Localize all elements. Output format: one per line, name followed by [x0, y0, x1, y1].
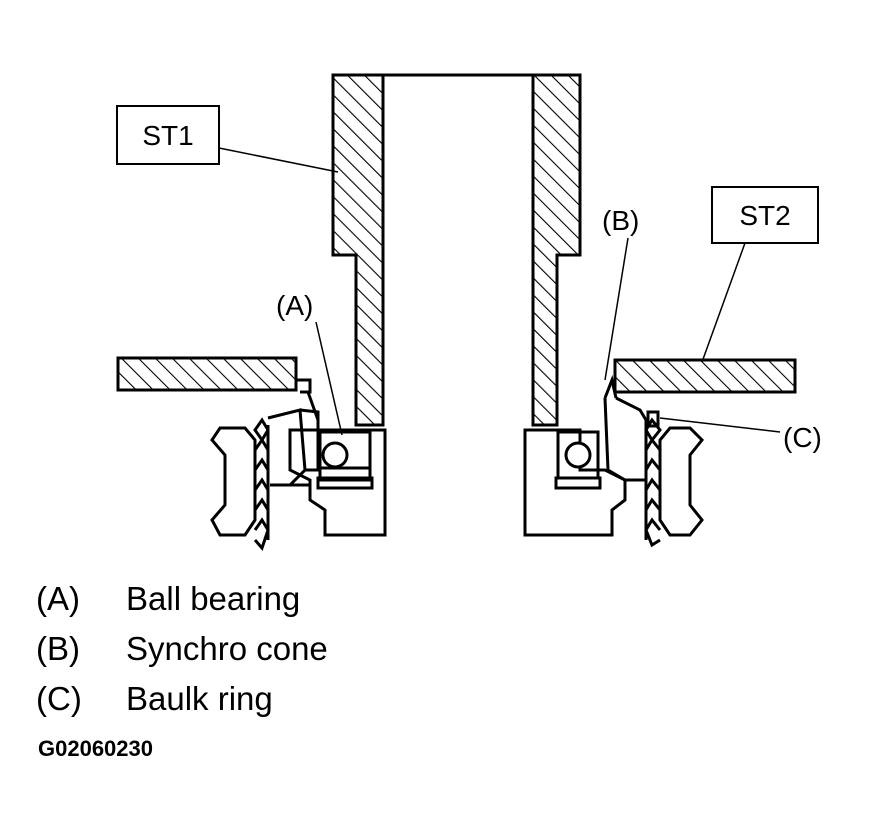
legend-row: (A) Ball bearing: [36, 574, 636, 624]
legend-label: Ball bearing: [126, 580, 301, 617]
callout-a: (A): [276, 290, 313, 321]
st2-leader-line: [701, 242, 746, 363]
legend-label: Synchro cone: [126, 630, 328, 667]
legend-key: (C): [36, 680, 82, 717]
left-ball-bearing: [321, 441, 349, 469]
st1-leader-line: [218, 147, 339, 173]
synchro-assembly-diagram: ST1 ST2 (A) (B) (C): [116, 73, 822, 551]
st2-plate-right: [613, 358, 797, 394]
legend-label: Baulk ring: [126, 680, 273, 717]
callout-b-leader: [604, 237, 629, 381]
callout-c-leader: [659, 417, 781, 433]
callout-c: (C): [783, 422, 822, 453]
figure-code: G02060230: [38, 736, 153, 761]
st2-plate-left: [116, 356, 298, 392]
left-gear-assembly: [210, 378, 387, 551]
st1-label-box: [116, 105, 220, 165]
legend-row: (C) Baulk ring: [36, 674, 636, 724]
st2-label: ST2: [739, 200, 790, 231]
st1-tube-left-wall: [331, 73, 385, 427]
st2-label-box: [711, 186, 819, 244]
callout-a-leader: [315, 321, 343, 436]
legend-row: (B) Synchro cone: [36, 624, 636, 674]
st1-label: ST1: [142, 120, 193, 151]
st1-tube-right-wall: [531, 73, 582, 427]
callout-b: (B): [602, 205, 639, 236]
parts-legend: (A) Ball bearing (B) Synchro cone (C) Ba…: [36, 574, 636, 724]
legend-key: (B): [36, 630, 80, 667]
legend-key: (A): [36, 580, 80, 617]
right-gear-assembly: [523, 374, 705, 548]
right-ball-bearing: [564, 441, 592, 469]
